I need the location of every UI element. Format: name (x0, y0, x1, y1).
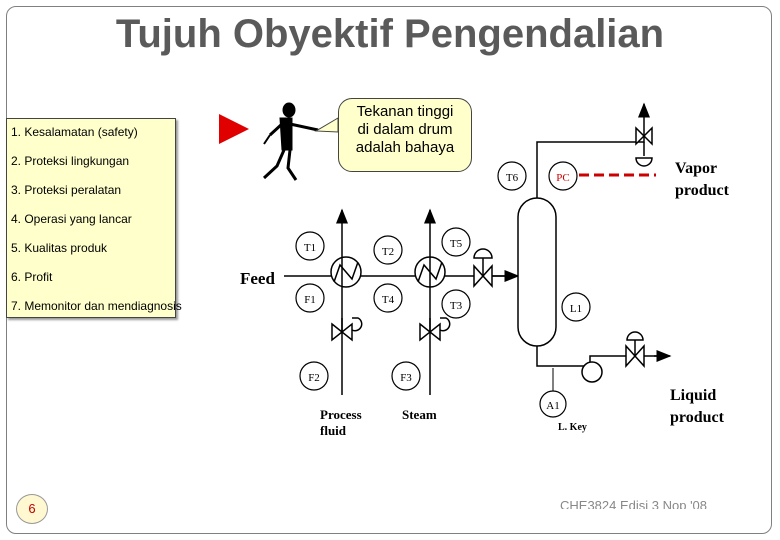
instrument-T1: T1 (295, 231, 325, 261)
objective-item: 2. Proteksi lingkungan (11, 154, 130, 168)
objective-item: 6. Profit (11, 270, 53, 284)
instrument-T6: T6 (497, 161, 527, 191)
svg-text:T2: T2 (382, 246, 394, 258)
valve-icon (331, 317, 363, 342)
footer-text: CHE3824 Edisi 3 Nop '08 (560, 498, 708, 509)
instrument-T5: T5 (441, 227, 471, 257)
objective-item: 1. Kesalamatan (safety) (11, 125, 138, 139)
vapor-line (536, 118, 645, 198)
process-fluid-label-2: fluid (320, 423, 347, 438)
lkey-label: L. Key (558, 422, 587, 433)
svg-text:F2: F2 (308, 372, 320, 384)
svg-text:A1: A1 (546, 400, 559, 412)
page-title: Tujuh Obyektif Pengendalian (115, 12, 665, 56)
svg-text:T3: T3 (450, 300, 463, 312)
steam-label: Steam (402, 407, 437, 422)
svg-text:T6: T6 (506, 172, 519, 184)
valve-icon (473, 248, 493, 288)
vapor-label-2: product (675, 182, 730, 199)
objective-item: 4. Operasi yang lancar (11, 212, 132, 226)
heat-exchanger-1 (330, 256, 362, 288)
valve-icon (625, 331, 645, 368)
svg-text:T1: T1 (304, 242, 316, 254)
objective-item: 5. Kualitas produk (11, 241, 108, 255)
instrument-T2: T2 (373, 235, 403, 265)
vapor-label-1: Vapor (675, 160, 717, 177)
svg-text:PC: PC (556, 172, 569, 184)
svg-text:F1: F1 (304, 294, 316, 306)
instrument-T4: T4 (373, 283, 403, 313)
callout-line: di dalam drum (357, 121, 453, 138)
instrument-L1: L1 (561, 292, 591, 322)
instrument-F2: F2 (299, 361, 329, 391)
flash-drum (517, 197, 557, 347)
instrument-T3: T3 (441, 289, 471, 319)
objectives-list: 1. Kesalamatan (safety) 2. Proteksi ling… (6, 118, 182, 318)
page-number: 6 (16, 494, 48, 524)
person-icon (262, 102, 319, 181)
valve-icon (635, 126, 653, 167)
objective-item: 7. Memonitor dan mendiagnosis (11, 299, 182, 313)
pump-icon (581, 361, 603, 383)
valve-icon (419, 317, 451, 342)
callout-line: Tekanan tinggi (356, 103, 454, 120)
instrument-F3: F3 (391, 361, 421, 391)
process-fluid-label-1: Process (320, 407, 362, 422)
callout-tail (314, 117, 339, 133)
liquid-label-2: product (670, 409, 725, 426)
liquid-label-1: Liquid (670, 387, 716, 404)
objective-item: 3. Proteksi peralatan (11, 183, 122, 197)
svg-text:F3: F3 (400, 372, 412, 384)
feed-label: Feed (240, 269, 275, 288)
callout-line: adalah bahaya (355, 139, 455, 156)
instrument-PC: PC (548, 161, 578, 191)
warning-callout: Tekanan tinggi di dalam drum adalah baha… (338, 98, 472, 172)
instrument-A1: A1 (539, 390, 567, 418)
svg-text:T5: T5 (450, 238, 463, 250)
svg-text:T4: T4 (382, 294, 395, 306)
instrument-F1: F1 (295, 283, 325, 313)
svg-text:L1: L1 (570, 303, 582, 315)
